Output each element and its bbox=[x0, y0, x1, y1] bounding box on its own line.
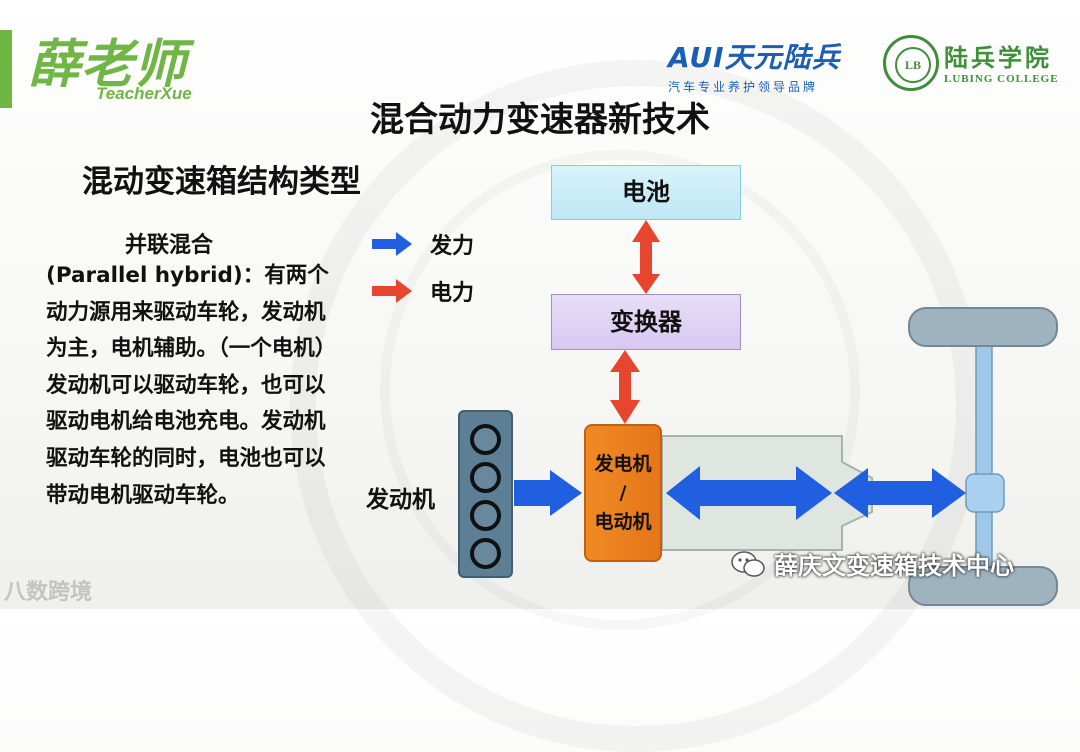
engine-to-generator-blue-arrow bbox=[514, 470, 582, 516]
engine-cylinder bbox=[470, 424, 501, 455]
engine-cylinder bbox=[470, 462, 501, 493]
college-seal-text: LB bbox=[895, 47, 931, 83]
inverter-generator-red-arrow bbox=[610, 350, 640, 424]
red-arrow-icon bbox=[372, 279, 412, 303]
generator-label-line2: / bbox=[619, 482, 627, 504]
legend-item-electric: 电力 bbox=[370, 276, 474, 306]
inverter-box: 变换器 bbox=[551, 294, 741, 350]
slide-subtitle: 混动变速箱结构类型 bbox=[82, 164, 361, 200]
blue-arrow-icon bbox=[372, 232, 412, 256]
logo-en-text: TeacherXue bbox=[96, 84, 192, 103]
legend-label-mechanical: 发力 bbox=[430, 234, 475, 259]
slide-title: 混合动力变速器新技术 bbox=[370, 100, 710, 140]
front-wheel bbox=[908, 307, 1058, 347]
engine-block bbox=[458, 410, 513, 578]
aui-brand-logo: AUI天元陆兵 汽车专业养护领导品牌 bbox=[668, 36, 883, 94]
hybrid-type-heading: 并联混合 bbox=[125, 233, 214, 258]
legend-label-electric: 电力 bbox=[430, 281, 475, 306]
generator-transmission-blue-arrow bbox=[666, 466, 832, 520]
engine-cylinder bbox=[470, 538, 501, 569]
aui-brand-name: AUI天元陆兵 bbox=[668, 41, 841, 74]
aui-brand-tagline: 汽车专业养护领导品牌 bbox=[668, 80, 819, 94]
wechat-watermark-text: 薛庆文变速箱技术中心 bbox=[774, 552, 1014, 580]
engine-label: 发动机 bbox=[366, 487, 435, 513]
hybrid-type-description: (Parallel hybrid)：有两个动力源用来驱动车轮，发动机为主，电机辅… bbox=[46, 263, 329, 508]
logo-cn-text: 薛老师 bbox=[28, 35, 188, 95]
battery-box: 电池 bbox=[551, 165, 741, 220]
logo-green-bar bbox=[0, 30, 12, 108]
battery-inverter-red-arrow bbox=[632, 220, 660, 294]
differential bbox=[965, 473, 1005, 513]
rear-wheel bbox=[908, 566, 1058, 606]
generator-label-line3: 电动机 bbox=[594, 511, 652, 533]
bottom-watermark-text: 八数跨境 bbox=[4, 580, 93, 605]
college-logo: 陆兵学院 LUBING COLLEGE bbox=[944, 38, 1059, 85]
college-seal-icon: LB bbox=[883, 35, 939, 91]
college-name-cn: 陆兵学院 bbox=[944, 44, 1052, 72]
powertrain-diagram bbox=[514, 220, 1005, 591]
transmission-axle-blue-arrow bbox=[834, 468, 966, 518]
wechat-watermark: 薛庆文变速箱技术中心 bbox=[730, 546, 1014, 581]
legend-item-mechanical: 发力 bbox=[370, 229, 474, 259]
teacher-xue-logo: 薛老师 TeacherXue bbox=[0, 18, 230, 108]
wechat-icon bbox=[731, 550, 765, 577]
engine-cylinder bbox=[470, 500, 501, 531]
generator-label-line1: 发电机 bbox=[594, 453, 652, 475]
college-name-en: LUBING COLLEGE bbox=[944, 73, 1059, 85]
generator-motor-box: 发电机 / 电动机 bbox=[584, 424, 662, 562]
